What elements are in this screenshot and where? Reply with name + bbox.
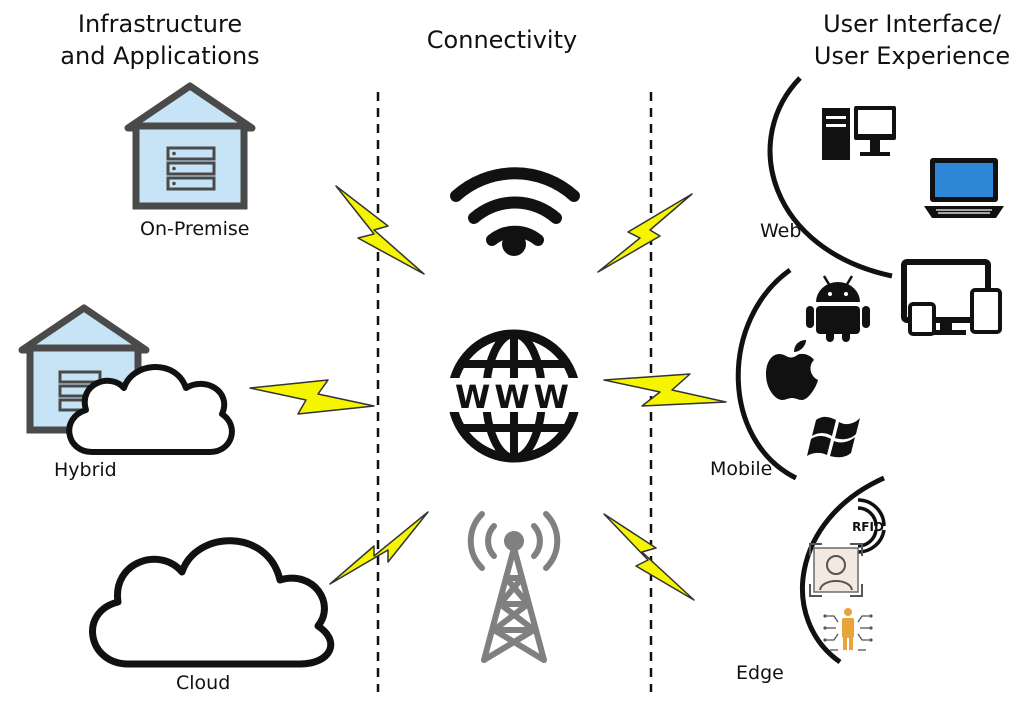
edge-label: Edge bbox=[736, 662, 784, 684]
edge-group-arc bbox=[799, 475, 886, 665]
cell-tower-icon bbox=[467, 511, 561, 663]
cloud-label: Cloud bbox=[176, 672, 231, 694]
face-recognition-icon bbox=[809, 543, 863, 597]
cloud-icon bbox=[89, 537, 335, 668]
hybrid-cloud-icon bbox=[66, 364, 235, 455]
body-scan-icon bbox=[823, 608, 873, 651]
android-icon bbox=[806, 275, 870, 342]
multi-device-icon bbox=[901, 259, 1002, 336]
wifi-icon bbox=[450, 167, 580, 256]
hybrid-label: Hybrid bbox=[54, 459, 117, 481]
lightning-bolt-icon bbox=[603, 373, 727, 407]
on-premise-label: On-Premise bbox=[140, 218, 250, 240]
web-group-arc bbox=[767, 76, 893, 279]
on-premise-building-icon bbox=[124, 82, 256, 210]
infrastructure-heading: Infrastructure and Applications bbox=[60, 10, 260, 70]
windows-icon bbox=[807, 416, 860, 458]
lightning-bolt-icon bbox=[597, 193, 693, 273]
desktop-pc-icon bbox=[822, 106, 896, 160]
connectivity-heading: Connectivity bbox=[426, 26, 578, 54]
lightning-bolt-icon bbox=[335, 185, 425, 275]
laptop-icon bbox=[924, 158, 1004, 218]
lightning-bolt-icon bbox=[249, 379, 375, 415]
rfid-icon: RFID bbox=[852, 498, 886, 554]
mobile-label: Mobile bbox=[710, 458, 773, 480]
lightning-bolt-icon bbox=[329, 511, 429, 585]
www-text: WWW bbox=[455, 378, 573, 416]
apple-icon bbox=[766, 340, 818, 400]
mobile-group-arc bbox=[735, 267, 798, 481]
globe-www-icon: WWW bbox=[444, 329, 584, 463]
web-label: Web bbox=[760, 220, 802, 242]
ui-ux-heading: User Interface/ User Experience bbox=[813, 10, 1011, 70]
rfid-text: RFID bbox=[852, 520, 884, 534]
lightning-bolt-icon bbox=[603, 513, 695, 601]
